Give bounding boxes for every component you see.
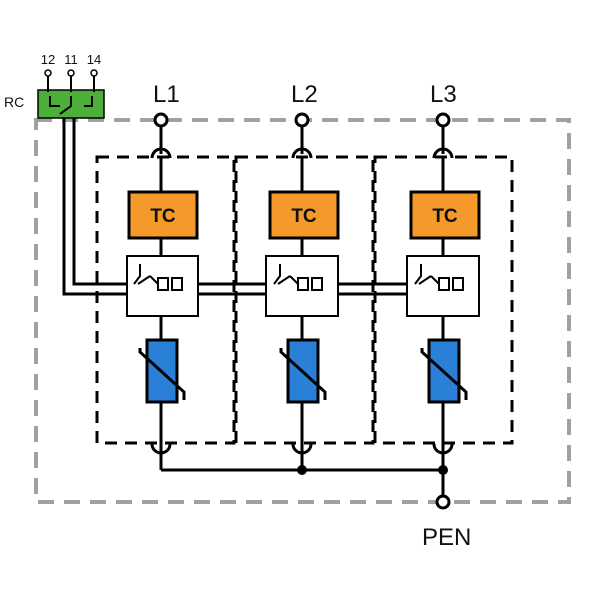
pen-label: PEN	[422, 524, 471, 551]
pin-terminal-11	[67, 69, 75, 77]
fault-switch-l1	[126, 255, 199, 317]
module-enclosure-l1	[95, 155, 236, 445]
module-enclosure-l2	[234, 155, 375, 445]
terminal-l1	[153, 112, 169, 128]
relay-pin-11-label: 11	[64, 52, 78, 67]
pin-terminal-14	[90, 69, 98, 77]
thermal-cutoff-l3	[409, 190, 481, 240]
relay-label: RC	[4, 94, 24, 110]
terminal-l2	[294, 112, 310, 128]
fault-switch-l3	[406, 255, 480, 317]
phase-l3-label: L3	[430, 81, 457, 108]
fault-switch-l2	[265, 255, 339, 317]
thermal-cutoff-l3-label: TC	[432, 206, 458, 227]
thermal-cutoff-l2-label: TC	[291, 206, 317, 227]
phase-l2-label: L2	[291, 81, 318, 108]
common-ground-bus: PEN	[161, 465, 471, 551]
relay-signal-wires	[62, 118, 407, 296]
junction-dot-l2	[297, 465, 307, 475]
phase-l3-branch: L3 TC	[406, 81, 481, 470]
pin-terminal-12	[44, 69, 52, 77]
thermal-cutoff-l2	[268, 190, 340, 240]
phase-l1-branch: L1 TC	[126, 81, 199, 470]
thermal-cutoff-l1	[127, 190, 199, 240]
relay-pin-12-label: 12	[41, 52, 55, 67]
phase-l2-branch: L2 TC	[265, 81, 340, 470]
remote-contact-block: 12 11 14 RC	[4, 52, 105, 119]
thermal-cutoff-l1-label: TC	[150, 206, 176, 227]
terminal-pen	[435, 494, 451, 510]
relay-pin-14-label: 14	[87, 52, 101, 67]
terminal-l3	[435, 112, 451, 128]
phase-l1-label: L1	[153, 81, 180, 108]
